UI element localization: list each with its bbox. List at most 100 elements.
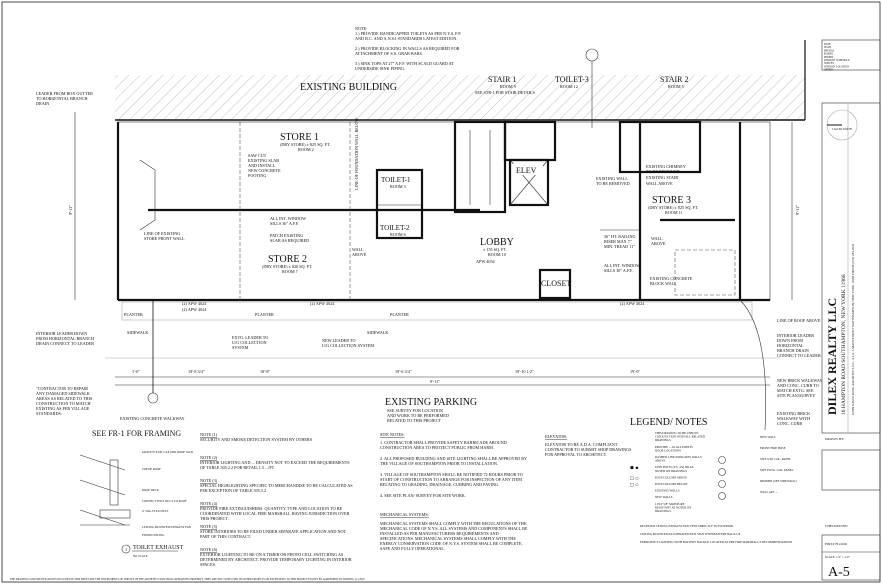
- detail-callout: 4" DIA. FLEX DUCT: [142, 509, 169, 513]
- store1-label: STORE 1: [280, 132, 319, 143]
- annotation: AREAS AS RELATED TO THIS: [36, 396, 93, 401]
- dimension: 18'-8": [260, 369, 270, 374]
- legend-item: SITE GYP. COL. PANEL: [760, 457, 791, 461]
- revision-row: ISSUE: [824, 46, 832, 49]
- general-note-heading: NOTE (1): [200, 432, 218, 437]
- note-line: 3.) SINK TOPS AT 27" A.F.F. WITH SCALD G…: [355, 61, 454, 66]
- annotation: STANDARDS.: [36, 411, 62, 416]
- revision-row: WINDOW SCHEDULE: [824, 59, 850, 62]
- annotation: WALL ABOVE: [646, 181, 673, 186]
- dimension: 19'-6 3/4": [395, 369, 412, 374]
- annotation: EXTG. LEADER TO: [232, 335, 268, 340]
- annotation: CONSTRUCTION TO MATCH: [36, 401, 91, 406]
- elevator-notes: ELEVATOR: ELEVATOR TO BE A.D.A. COMPLIAN…: [545, 434, 632, 457]
- annotation: LEADER FROM BOX GUTTER: [36, 91, 93, 96]
- general-note-line: COORDINATED WITH LOCAL FIRE MARSHALL HAV…: [200, 511, 350, 516]
- detail-title: TOILET EXHAUST: [133, 545, 184, 551]
- sheet-title: FIRST FLOOR: [825, 542, 847, 546]
- existing-parking: EXISTING PARKING SEE SURVEY FOR LOCATION…: [385, 397, 477, 423]
- legend-title: LEGEND/ NOTES: [630, 417, 708, 428]
- annotation: NEW BRICK WALKWAY: [777, 378, 823, 383]
- room-labels: STORE 1 (DRY STORE) ± 825 SQ. FT. ROOM 2…: [262, 132, 698, 288]
- existing-building-hatch: [115, 75, 805, 120]
- general-note-line: SPACES.: [200, 562, 216, 567]
- general-note-heading: NOTE (4): [200, 501, 218, 506]
- annotation: TO HORIZONTAL BRANCH: [36, 96, 88, 101]
- store3-label: STORE 3: [652, 195, 691, 206]
- annotation: STORE FRONT WALL: [144, 236, 185, 241]
- mechanical-line: ENERGY CONSERVATION CODE OF N.Y.S. SYSTE…: [380, 541, 523, 547]
- dimension-total: 9'-11": [430, 379, 440, 384]
- annotation: EXISTING WALL: [596, 176, 628, 181]
- detail-number: 1: [125, 547, 127, 552]
- store1-room: ROOM 2: [298, 147, 314, 152]
- general-note-line: INTERIOR LIGHTING AND ... DENSITY NOT TO…: [200, 460, 350, 465]
- legend-item: POST/COLUMN BELOW: [655, 482, 688, 486]
- legend-item: DIMMER (SEE SIDEWALK): [760, 479, 797, 483]
- dimension: 19'-0": [630, 369, 640, 374]
- legend-marker: [718, 456, 726, 464]
- revision-row: OFFERS: [824, 69, 834, 72]
- closet-label: CLOSET: [541, 279, 571, 288]
- dimension-right: 9'-11": [795, 205, 800, 215]
- right-annotations: LINE OF ROOF ABOVE INTERIOR LEADER DOWN …: [739, 299, 823, 431]
- parking-note: RELATED TO THIS PROJECT: [387, 418, 442, 423]
- site-note-line: 1. CONTRACTOR SHALL PROVIDE SAFETY BARRI…: [380, 440, 507, 445]
- annotation: FOOTING: [248, 173, 266, 178]
- stair2-room: ROOM 5: [668, 84, 684, 89]
- annotation: DRAIN CONNECT TO LEADER: [36, 341, 94, 346]
- store1-area: (DRY STORE) ± 825 SQ. FT.: [280, 142, 330, 147]
- note-line: 2.) PROVIDE BLOCKING IN WALLS AS REQUIRE…: [355, 46, 460, 51]
- toilet2-label: TOILET-2: [380, 224, 410, 232]
- detail-callout: FINISH CEILING: [142, 533, 165, 537]
- revision-row: PERMIT: [824, 56, 834, 59]
- window-tag: (2) APW 4024: [182, 301, 207, 306]
- existing-building-label: EXISTING BUILDING: [300, 82, 397, 93]
- mechanical-line: MECHANICAL CODE OF N.Y.S. ALL SYSTEMS AN…: [380, 526, 528, 531]
- elevator-line: CONTRACTOR TO SUBMIT SHOP DRAWINGS: [545, 447, 632, 452]
- legend-symbol: ■ ●: [630, 466, 639, 472]
- footer-disclaimer: THE DRAWINGS AND SPECIFICATIONS INCLUDED…: [10, 578, 365, 581]
- window-tag: (2) APW 4024: [182, 307, 207, 312]
- legend-item: CEILING MOUNTED ILLUMINATED EXIT SIGN WI…: [640, 532, 741, 536]
- revision-row: WINDOW LOCATION: [824, 65, 849, 68]
- detail-callout: TOP OF ROOF: [142, 467, 161, 471]
- annotation: RISER MAX 7": [604, 239, 632, 244]
- general-note-line: OF TABLE 505.2.2 FOR RETAIL 1.5 .../FT: [200, 465, 275, 470]
- dimension: 1'-6": [132, 369, 140, 374]
- annotation: INTERIOR LEADER DOWN: [36, 331, 87, 336]
- toilet1-room: ROOM 3: [390, 184, 406, 189]
- legend-marker: [718, 492, 726, 500]
- checked-by: CHECKED BY:: [825, 524, 848, 528]
- revision-row: DATE: [824, 43, 831, 46]
- annotation: ABOVE: [352, 252, 367, 257]
- legend-item: WALL APT ...: [760, 490, 778, 494]
- annotation: MIN. TREAD 11": [604, 244, 635, 249]
- dimension: 19'-8 3/4": [188, 369, 205, 374]
- note-heading: NOTE:: [355, 26, 367, 31]
- general-note-line: SECURITY AND SMOKE DETECTION SYSTEM BY O…: [200, 437, 313, 442]
- annotation: WALL: [352, 247, 364, 252]
- north-callout: CALLED NORTH: [832, 128, 852, 131]
- annotation: LINE OF FOUNDATION WALL BELOW: [354, 118, 359, 190]
- annotation: NEW CONCRETE: [248, 168, 281, 173]
- annotation: INTERIOR LEADER: [777, 333, 814, 338]
- dimension: 19'-10 1/2": [515, 369, 534, 374]
- mechanical-title: MECHANICAL SYSTEMS:: [380, 512, 429, 517]
- plan-walls: [116, 120, 771, 302]
- legend-symbol: □ ○: [630, 476, 639, 482]
- annotation: SITE PLAN/SURVEY: [777, 393, 815, 398]
- note-line: UNDERSIDE SINK PIPING.: [355, 66, 405, 71]
- site-note-line: 3. VILLAGE OF SOUTHAMPTON SHALL BE NOTIF…: [380, 472, 523, 477]
- toilet-exhaust-detail: GRAVITY EXH. CAP AND ROOF JACK TOP OF RO…: [79, 450, 194, 558]
- annotation: SAW CUT: [248, 153, 267, 158]
- annotation: EXISTING AS PER VILLAGE: [36, 406, 90, 411]
- top-notes: NOTE: 1.) PROVIDE HANDICAPPED TOILETS AS…: [355, 26, 461, 71]
- annotation: EXISTING STAIR: [646, 175, 678, 180]
- annotation: LINE OF EXISTING: [144, 231, 180, 236]
- annotation: TO BE REMOVED: [596, 181, 630, 186]
